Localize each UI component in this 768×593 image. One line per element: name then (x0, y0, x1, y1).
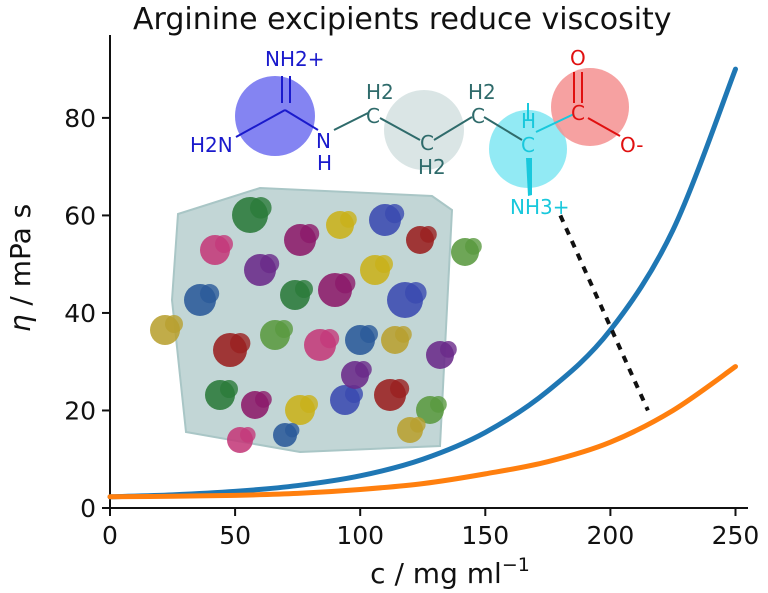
x-tick-label: 100 (336, 521, 384, 550)
h2-label: H2 (366, 80, 394, 104)
annotation-dotted-line (558, 214, 650, 412)
x-tick-label: 0 (102, 521, 118, 550)
x-axis-label: c / mg ml−1 (370, 554, 530, 590)
nh-h-label: H (317, 151, 332, 175)
chart-title: Arginine excipients reduce viscosity (133, 2, 672, 37)
wedge-bond (526, 158, 532, 196)
series-line-2 (107, 364, 738, 500)
nh3-plus-label: NH3+ (510, 195, 569, 219)
protein-blob (345, 385, 363, 403)
double-o-label: O (570, 46, 586, 70)
h2n-label: H2N (190, 133, 233, 157)
protein-blob (300, 395, 318, 413)
protein-blob (430, 396, 447, 413)
protein-blob (390, 379, 410, 399)
c-label: C (420, 131, 434, 155)
chain-highlight (384, 90, 464, 170)
protein-blob (285, 423, 300, 438)
x-tick-label: 150 (461, 521, 509, 550)
bond (483, 116, 523, 141)
protein-blob (275, 320, 293, 338)
protein-blob (260, 254, 280, 274)
protein-simulation-inset (150, 186, 482, 454)
h2-label: H2 (418, 155, 446, 179)
y-tick-label: 20 (64, 396, 96, 425)
y-axis-label: η / mPa s (4, 204, 37, 333)
h2-label: H2 (468, 80, 496, 104)
n-label: N (316, 129, 331, 153)
protein-blob (465, 238, 482, 255)
protein-blob (220, 380, 238, 398)
protein-blob (300, 224, 320, 244)
nh2-plus-label: NH2+ (265, 47, 324, 71)
bond (535, 113, 575, 133)
protein-blob (249, 197, 272, 219)
x-tick-label: 250 (712, 521, 760, 550)
protein-blob (405, 282, 427, 304)
axes: 0 50 100 150 200 250 0 20 40 60 80 (64, 35, 759, 550)
bond (333, 112, 369, 131)
protein-blob (335, 273, 356, 294)
y-tick-label: 80 (64, 104, 96, 133)
series-line-1 (107, 66, 738, 500)
y-tick-label: 60 (64, 201, 96, 230)
carboxyl-c-label: C (571, 101, 585, 125)
protein-blob (375, 255, 393, 273)
protein-blob (360, 325, 378, 343)
alpha-carbon-highlight (489, 110, 567, 188)
x-tick-label: 200 (587, 521, 635, 550)
protein-blob (440, 341, 457, 358)
y-tick-label: 0 (80, 494, 96, 523)
carboxylate-highlight (551, 68, 629, 146)
protein-blob (255, 391, 272, 408)
protein-blob (215, 235, 233, 253)
y-tick-label: 40 (64, 299, 96, 328)
protein-blob (320, 329, 340, 349)
protein-blob (340, 211, 357, 228)
o-minus-label: O- (620, 133, 644, 157)
protein-blob (200, 284, 220, 304)
x-tick-label: 50 (219, 521, 251, 550)
protein-blob (395, 326, 412, 343)
series-layer (107, 66, 738, 500)
protein-blob (420, 226, 437, 243)
c-label: C (471, 104, 485, 128)
protein-blob (230, 333, 251, 354)
protein-blob (295, 280, 313, 298)
bond (379, 117, 421, 141)
bond (284, 109, 319, 131)
bond (433, 116, 473, 141)
protein-blob (165, 315, 183, 333)
c-label: C (366, 104, 380, 128)
protein-blob (355, 361, 372, 378)
protein-blob (385, 204, 405, 224)
bond (587, 117, 621, 137)
alpha-c-label: C (521, 133, 535, 157)
bond (235, 109, 286, 138)
arginine-molecule-diagram: NH2+ H2N N H H2 C C H2 H2 C H C NH3+ O C… (190, 46, 644, 219)
protein-blob (410, 417, 426, 433)
alpha-h-label: H (521, 109, 536, 133)
protein-blob (240, 427, 256, 443)
